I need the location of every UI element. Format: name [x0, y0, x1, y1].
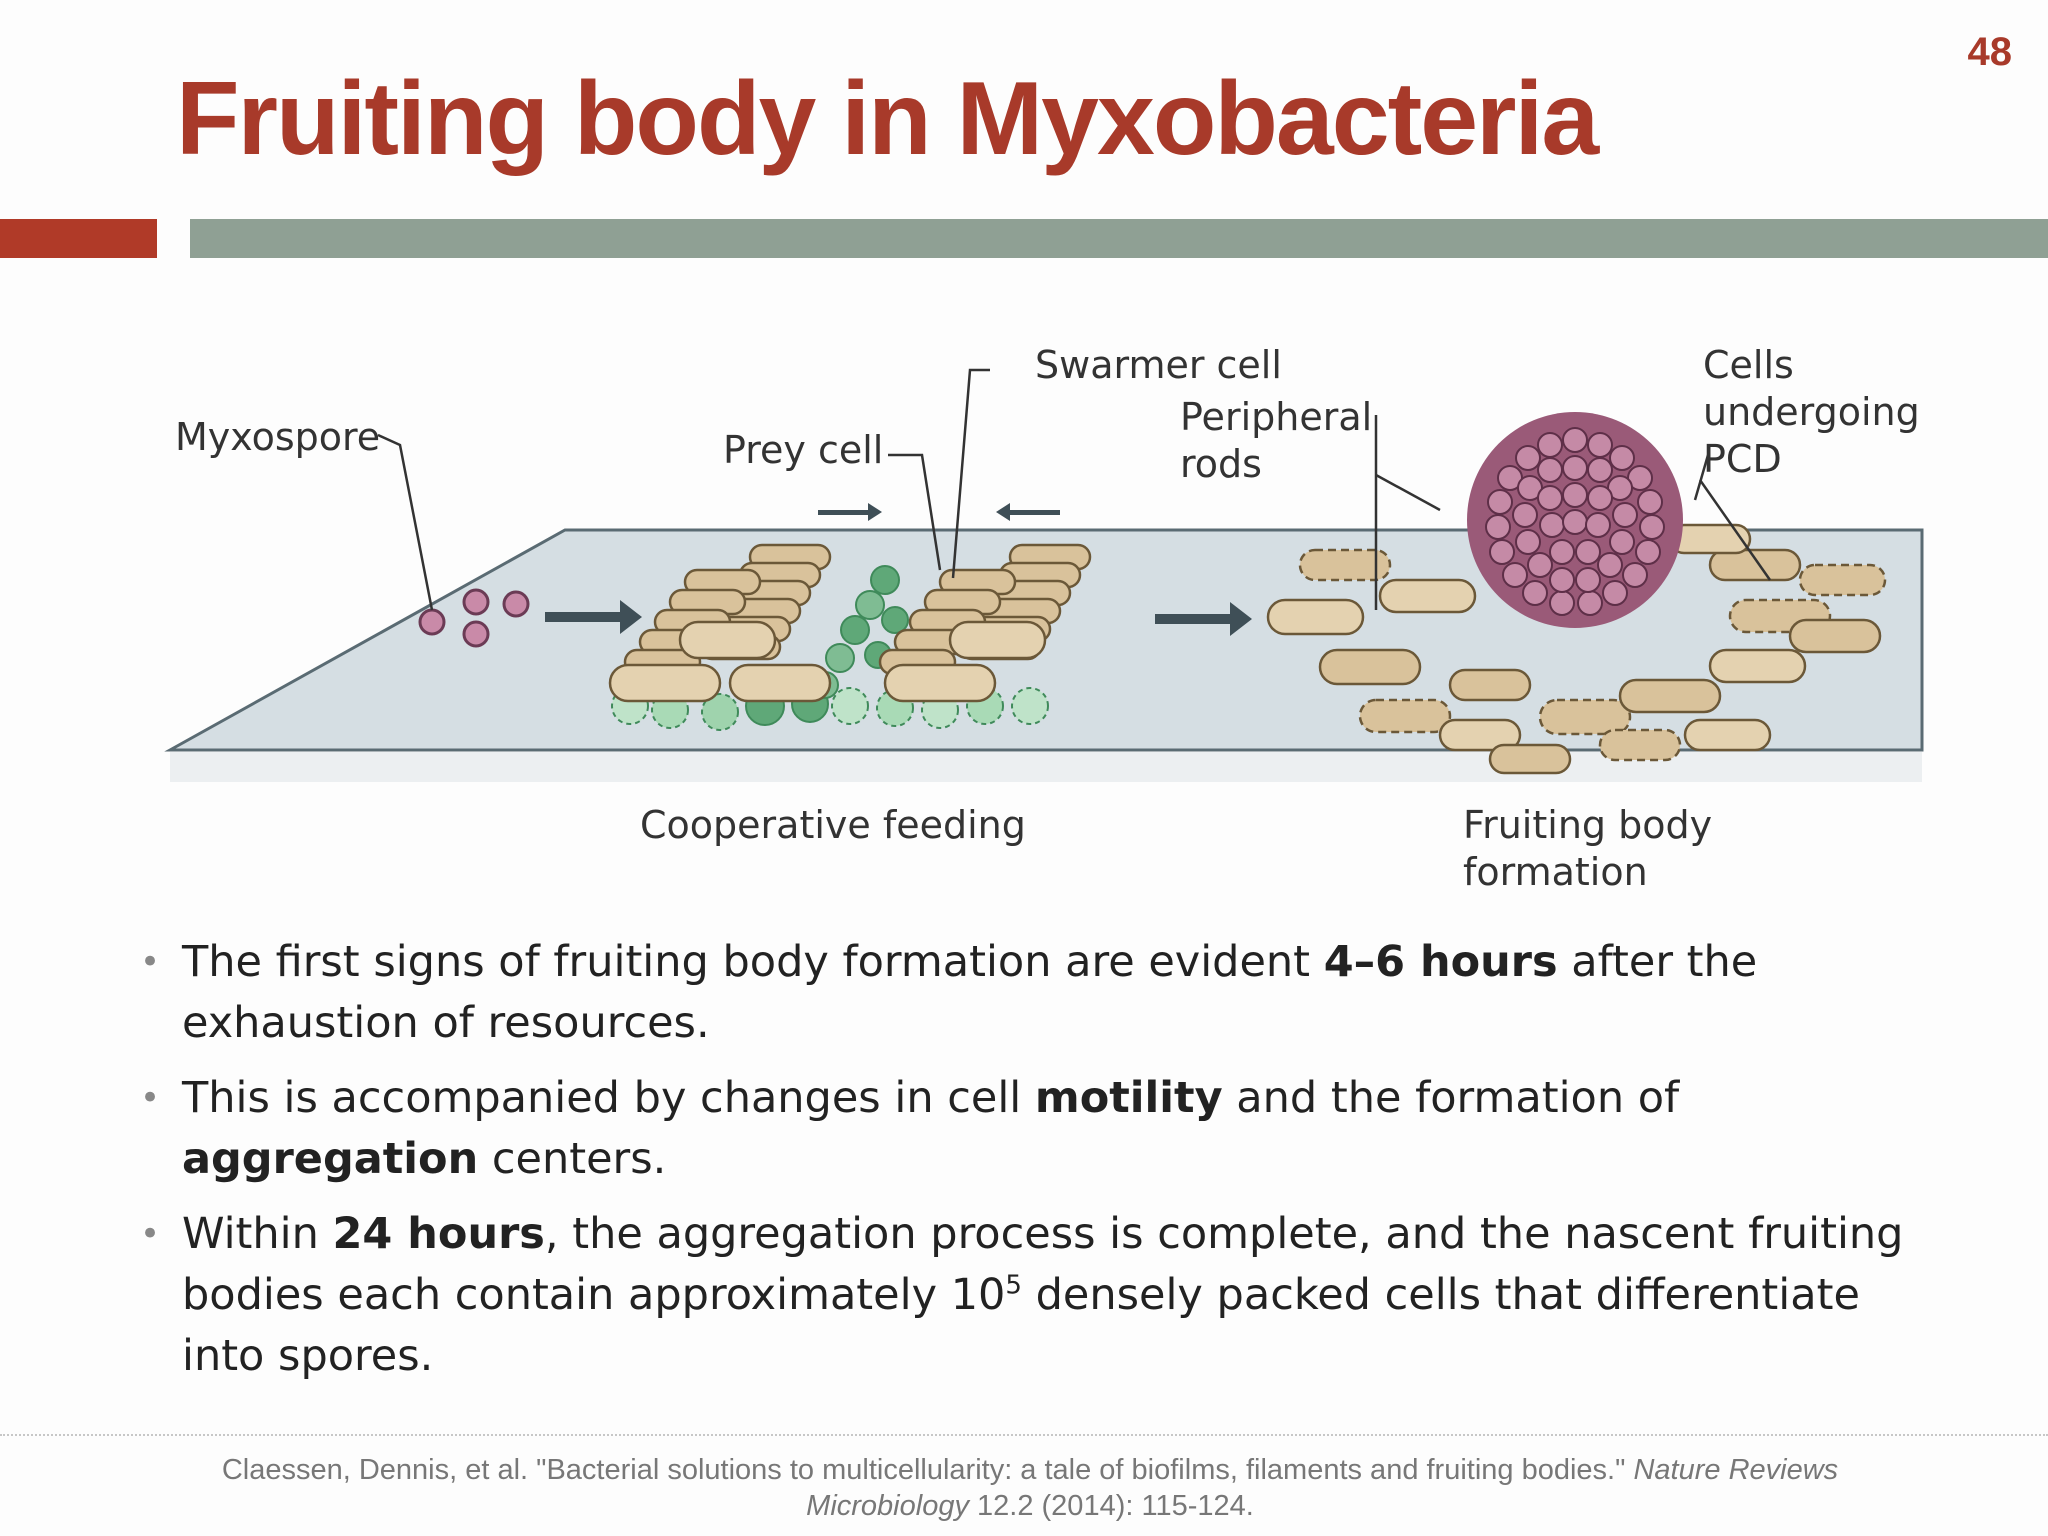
- label-fruiting-body-line1: Fruiting body: [1463, 803, 1712, 847]
- swarm-direction-arrows: [818, 503, 1060, 521]
- bullet-item: •This is accompanied by changes in cell …: [140, 1068, 1940, 1190]
- bullet-item: •The first signs of fruiting body format…: [140, 932, 1940, 1054]
- peripheral-rods: [1266, 523, 1887, 775]
- label-pcd-line1: Cells: [1703, 343, 1794, 387]
- swarmer-rod-stack-right: [878, 543, 1092, 703]
- process-arrows: [545, 600, 1252, 636]
- bullet-item: •Within 24 hours, the aggregation proces…: [140, 1204, 1940, 1387]
- myxobacteria-lifecycle-diagram: Myxospore Prey cell Swarmer cell Periphe…: [164, 343, 1924, 894]
- citation: Claessen, Dennis, et al. "Bacterial solu…: [221, 1454, 1839, 1522]
- bullet-dot: •: [140, 1214, 161, 1254]
- bullet-dot: •: [140, 1078, 161, 1118]
- label-peripheral-rods-line2: rods: [1180, 442, 1262, 486]
- label-leader-lines: [377, 368, 1772, 611]
- title-accent-bar: [0, 219, 157, 258]
- swarmer-rod-stack-left: [608, 543, 832, 703]
- slide-number: 48: [1967, 30, 2013, 74]
- slide-title: Fruiting body in Myxobacteria: [176, 61, 1599, 177]
- label-cooperative-feeding: Cooperative feeding: [640, 803, 1026, 847]
- label-swarmer-cell: Swarmer cell: [1035, 343, 1282, 387]
- label-myxospore: Myxospore: [175, 415, 380, 459]
- label-pcd-line3: PCD: [1703, 437, 1782, 481]
- bullet-list: •The first signs of fruiting body format…: [140, 932, 1940, 1401]
- footer-divider: [0, 1434, 2048, 1436]
- bullet-dot: •: [140, 942, 161, 982]
- fruiting-body-spores: [1485, 427, 1665, 616]
- myxospores: [418, 588, 530, 648]
- title-divider-bar: [190, 219, 2048, 258]
- label-fruiting-body-line2: formation: [1463, 850, 1648, 894]
- label-peripheral-rods-line1: Peripheral: [1180, 395, 1372, 439]
- label-pcd-line2: undergoing: [1703, 390, 1920, 434]
- label-prey-cell: Prey cell: [723, 428, 883, 472]
